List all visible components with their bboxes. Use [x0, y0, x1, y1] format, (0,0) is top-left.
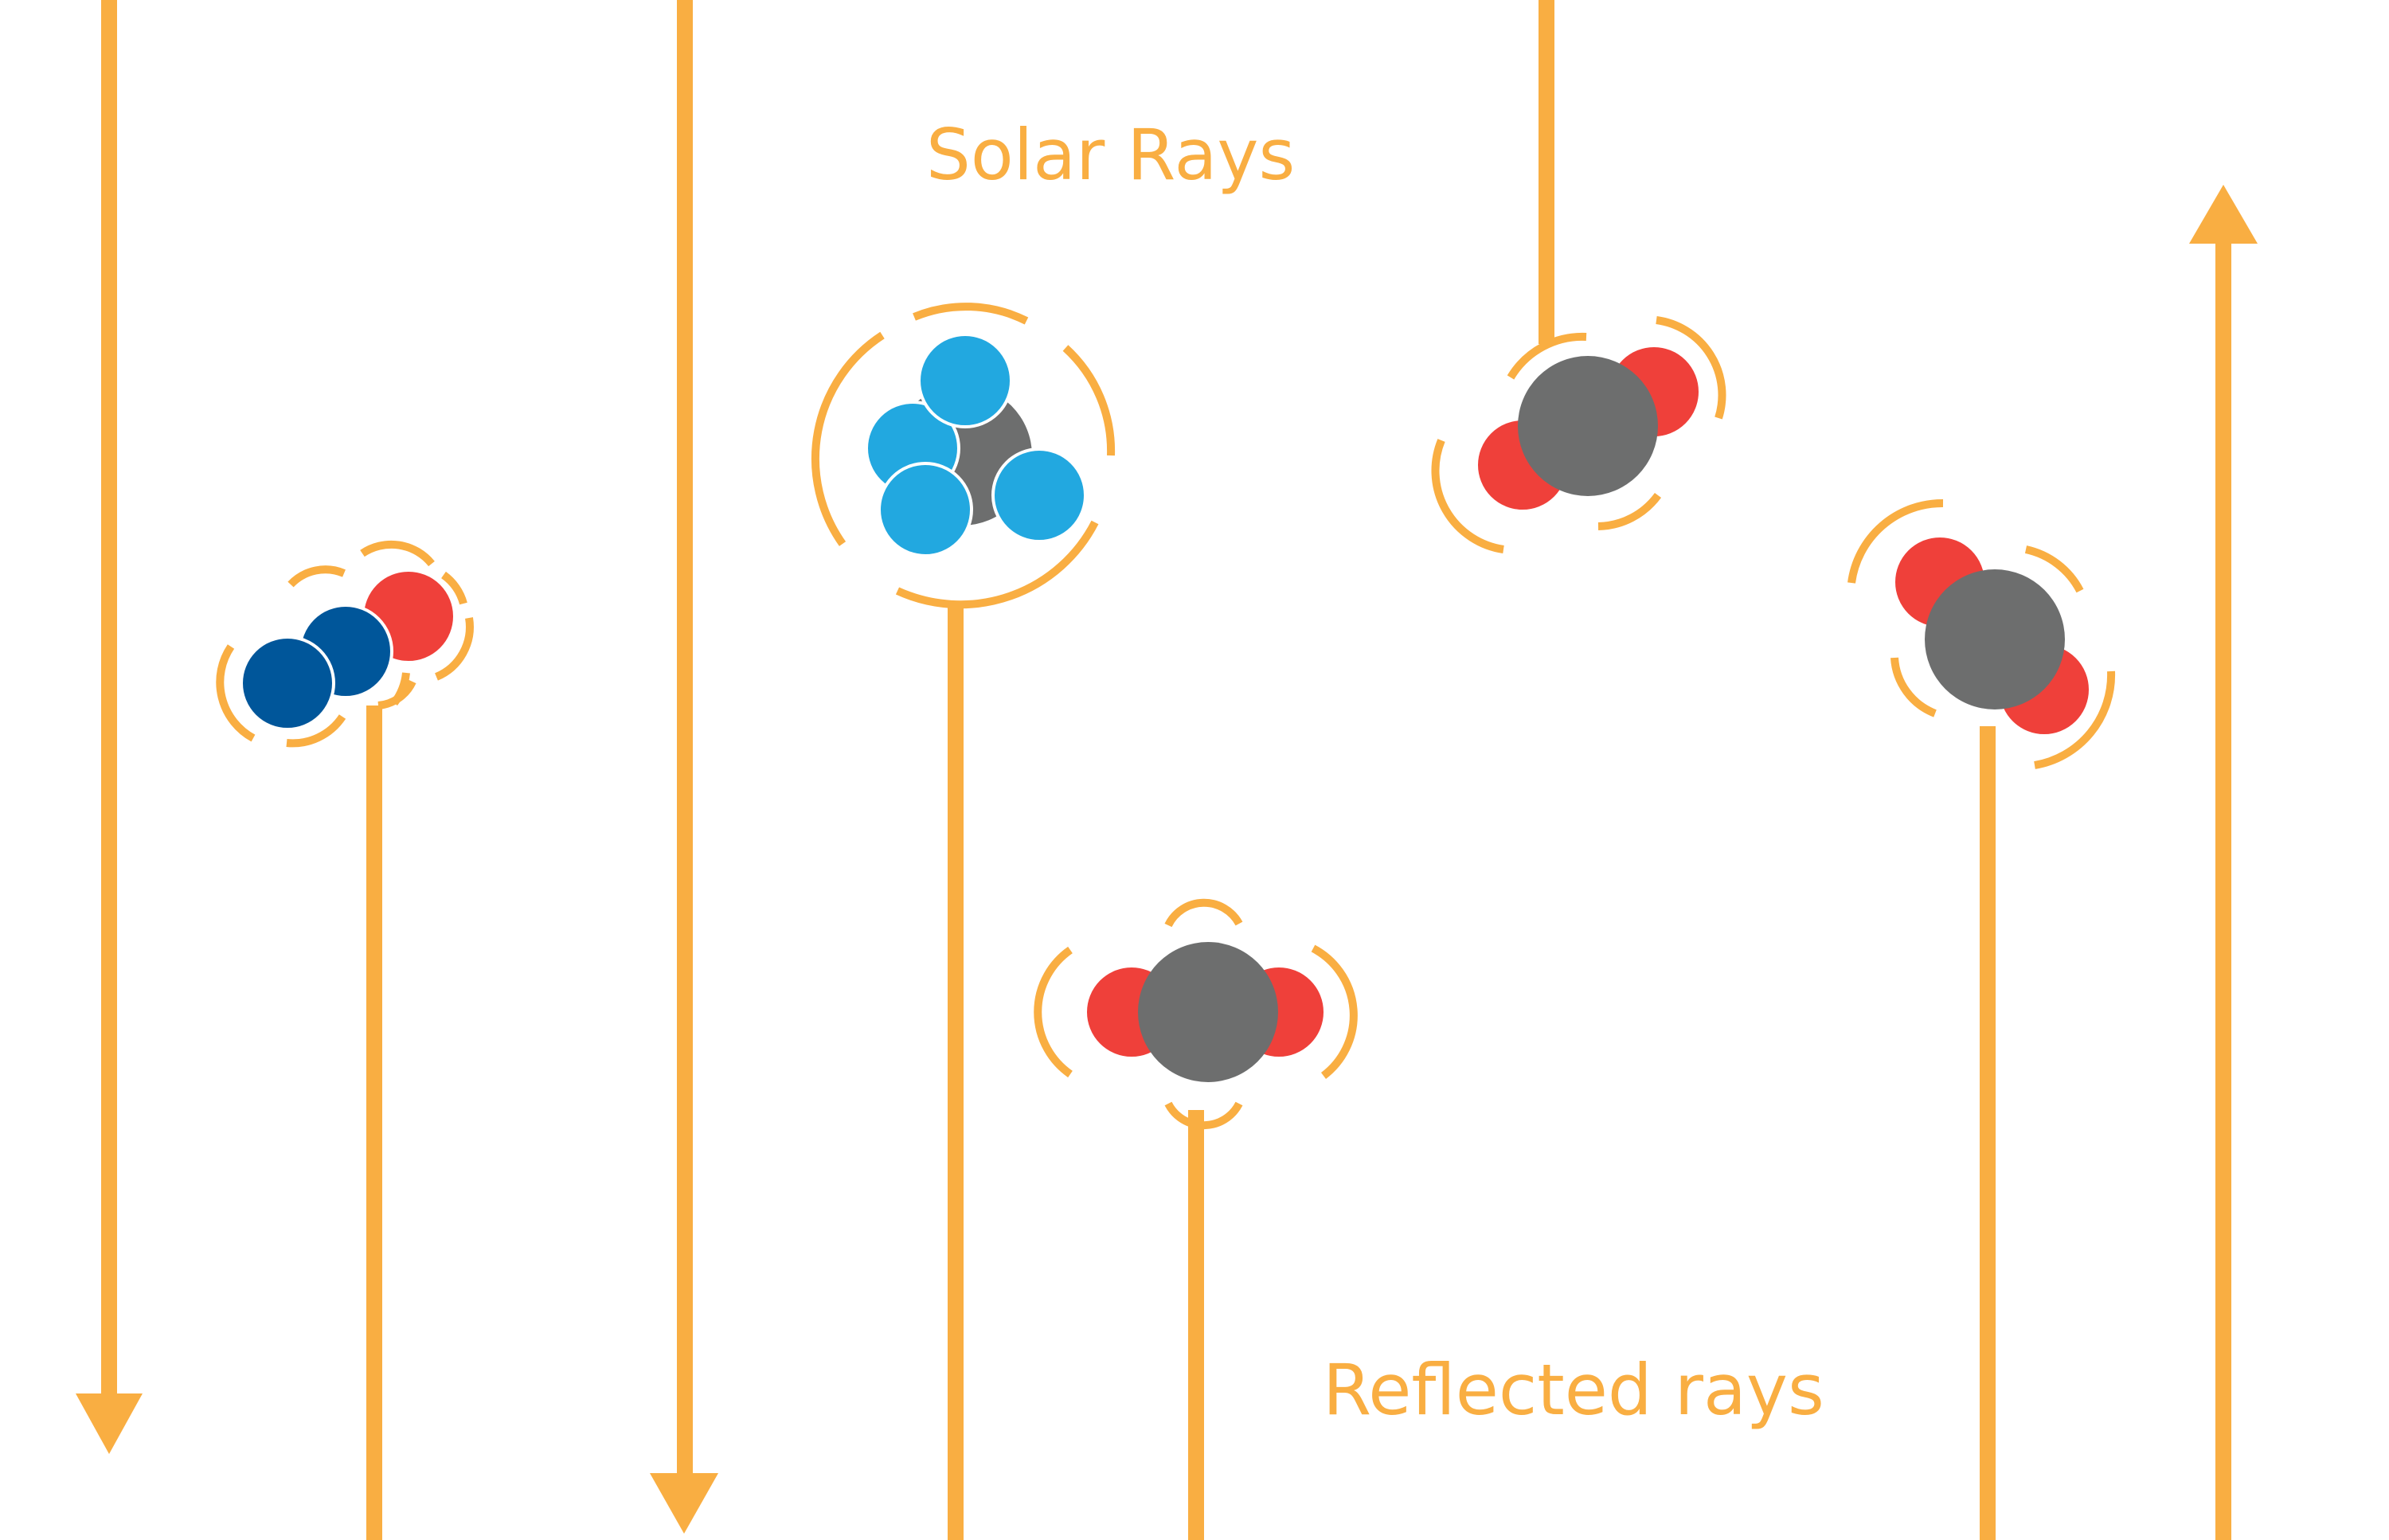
methane-molecule: [811, 303, 1116, 609]
reflected-rays-label: Reflected rays: [1323, 1349, 1824, 1431]
arrowhead-down-icon: [76, 1393, 143, 1454]
hydrogen-atom: [991, 448, 1087, 543]
reflected-ray-escaping: [2189, 185, 2258, 1540]
nitrogen-atom: [240, 635, 335, 731]
incoming-solar-ray-1: [76, 0, 143, 1454]
arrowhead-down-icon: [650, 1473, 718, 1534]
incoming-solar-ray-2: [650, 0, 718, 1534]
carbon-atom: [1518, 356, 1658, 496]
solar-rays-label: Solar Rays: [926, 114, 1295, 196]
arrowhead-up-icon: [2189, 185, 2258, 244]
carbon-dioxide-molecule-upper: [1431, 316, 1726, 553]
hydrogen-atom: [917, 333, 1013, 428]
carbon-dioxide-molecule-right: [1847, 498, 2116, 769]
carbon-dioxide-molecule-center: [1034, 898, 1358, 1130]
nitrous-oxide-molecule: [216, 540, 474, 748]
carbon-atom: [1138, 942, 1278, 1082]
carbon-atom: [1925, 569, 2065, 709]
hydrogen-atom: [878, 462, 973, 557]
